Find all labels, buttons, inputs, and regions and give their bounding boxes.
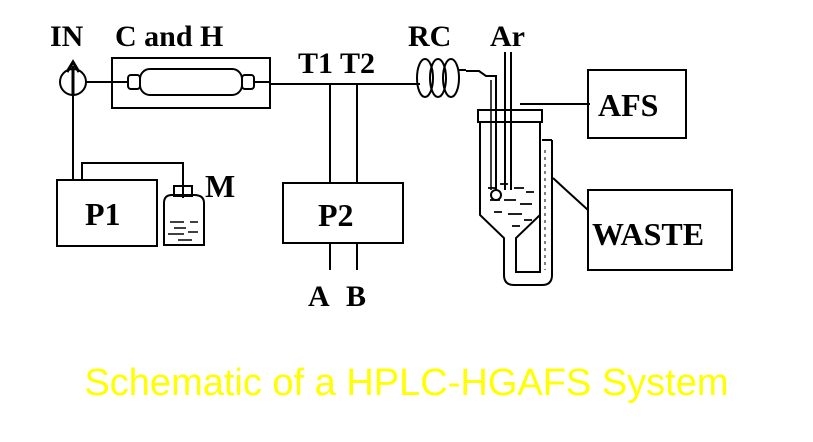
pump-p1 — [56, 179, 158, 247]
pump-p2 — [282, 182, 404, 244]
column-heater — [86, 57, 271, 109]
label-b: B — [346, 280, 366, 313]
label-p2: P2 — [318, 197, 354, 233]
waste-container — [587, 189, 733, 271]
sample-inlet-tube — [466, 70, 497, 190]
nebulizer-tip — [490, 189, 502, 201]
label-ar: Ar — [490, 20, 525, 53]
label-rc: RC — [408, 20, 451, 53]
injector-valve — [59, 59, 87, 96]
caption: Schematic of a HPLC-HGAFS System — [84, 362, 729, 404]
label-m: M — [205, 168, 235, 204]
label-waste: WASTE — [592, 216, 704, 252]
mobile-phase-bottle — [163, 185, 205, 246]
gas-liquid-separator — [477, 109, 553, 286]
label-in: IN — [50, 20, 84, 53]
afs-detector — [587, 69, 687, 139]
reaction-coil — [416, 58, 466, 98]
label-p1: P1 — [85, 196, 121, 232]
label-a: A — [308, 280, 330, 313]
waste-line — [552, 177, 589, 211]
label-t2: T2 — [340, 47, 375, 80]
label-c-and-h: C and H — [115, 20, 223, 53]
label-afs: AFS — [598, 87, 658, 123]
label-t1: T1 — [298, 47, 333, 80]
p1-reservoir-line — [81, 162, 184, 198]
